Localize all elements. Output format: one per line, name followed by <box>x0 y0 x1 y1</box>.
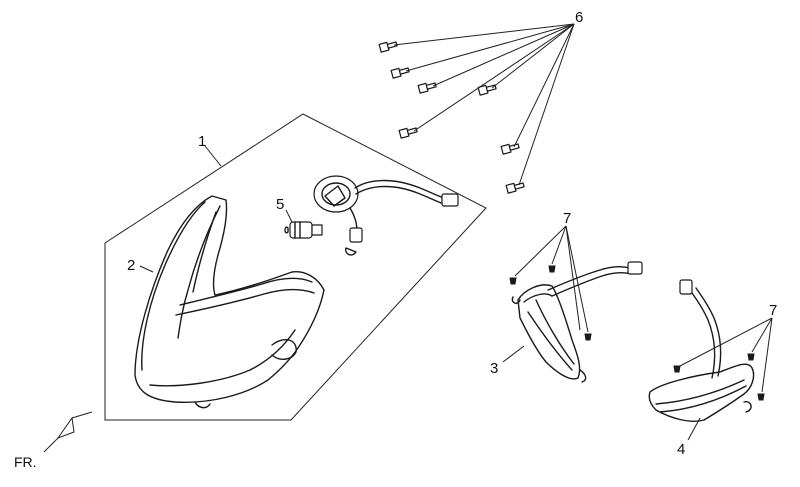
callout-3: 3 <box>490 360 498 377</box>
bulb <box>284 221 323 239</box>
bulb-socket-harness <box>313 175 459 256</box>
screws-part-6 <box>378 41 525 194</box>
callout-6: 6 <box>575 9 583 26</box>
headlight-assembly-outline <box>104 113 487 421</box>
headlight-lens <box>134 195 325 409</box>
screws-part-7-upper <box>509 265 592 341</box>
leader-lines-7-upper <box>514 225 589 333</box>
front-direction-arrow-icon <box>43 411 93 453</box>
side-lamp-part-3 <box>511 261 643 383</box>
callout-7-lower: 7 <box>769 302 777 319</box>
callout-4: 4 <box>677 441 685 458</box>
leader-lines-6 <box>393 23 575 186</box>
callout-7-upper: 7 <box>563 210 571 227</box>
callout-2: 2 <box>127 257 135 274</box>
leader-lines-7-lower <box>679 317 773 393</box>
callout-5: 5 <box>276 196 284 213</box>
screws-part-7-lower <box>673 353 765 401</box>
leader-lines-main <box>139 145 701 441</box>
front-direction-label: FR. <box>14 454 37 470</box>
side-lamp-part-4 <box>648 279 755 422</box>
callout-1: 1 <box>198 133 206 150</box>
